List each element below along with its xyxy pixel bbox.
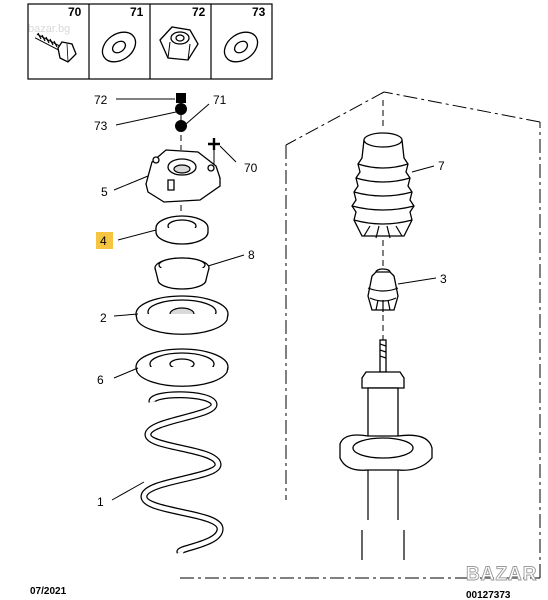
nut-icon xyxy=(159,26,199,61)
strut-top-mount xyxy=(145,149,221,203)
footer-reference: 00127373 xyxy=(466,590,511,600)
legend-number: 70 xyxy=(68,5,82,19)
legend-number: 72 xyxy=(192,5,206,19)
callout-2: 2 xyxy=(100,311,107,325)
dust-boot xyxy=(351,132,415,239)
callout-3: 3 xyxy=(440,272,447,286)
washer-icon xyxy=(101,31,137,63)
nut-symbol-72 xyxy=(176,93,186,103)
washer-icon xyxy=(223,31,259,63)
bolt-icon xyxy=(34,32,77,63)
callout-highlight xyxy=(96,232,113,249)
legend-cell-70: 70 xyxy=(34,5,82,63)
coil-spring xyxy=(140,391,224,556)
footer-date: 07/2021 xyxy=(30,586,67,597)
washer-symbol-71 xyxy=(175,120,187,132)
callout-70: 70 xyxy=(244,161,258,175)
legend-cell-73: 73 xyxy=(223,5,266,63)
shock-absorber xyxy=(339,339,433,560)
spring-seat xyxy=(135,295,229,335)
callout-73: 73 xyxy=(94,119,108,133)
spring-pad xyxy=(135,348,229,387)
legend-cell-72: 72 xyxy=(159,5,206,61)
upper-ring xyxy=(154,257,210,290)
watermark-top-text: bazar.bg xyxy=(28,23,70,35)
bump-stop xyxy=(367,268,399,312)
assembly-outline xyxy=(180,91,541,579)
watermark-brand: BAZAR xyxy=(466,564,538,585)
legend-number: 73 xyxy=(252,5,266,19)
washer-symbol-73 xyxy=(175,103,187,115)
callout-5: 5 xyxy=(101,185,108,199)
callout-1: 1 xyxy=(97,495,104,509)
bearing-ring xyxy=(155,215,209,245)
leader-lines xyxy=(111,98,437,501)
callout-8: 8 xyxy=(248,248,255,262)
legend-number: 71 xyxy=(130,5,144,19)
callout-4: 4 xyxy=(100,234,107,248)
plus-marker xyxy=(208,138,220,150)
callout-6: 6 xyxy=(97,373,104,387)
callout-71: 71 xyxy=(213,93,227,107)
callout-72: 72 xyxy=(94,93,108,107)
legend-cell-71: 71 xyxy=(101,5,144,63)
parts-legend: 70 71 72 xyxy=(27,3,273,80)
callout-7: 7 xyxy=(438,159,445,173)
